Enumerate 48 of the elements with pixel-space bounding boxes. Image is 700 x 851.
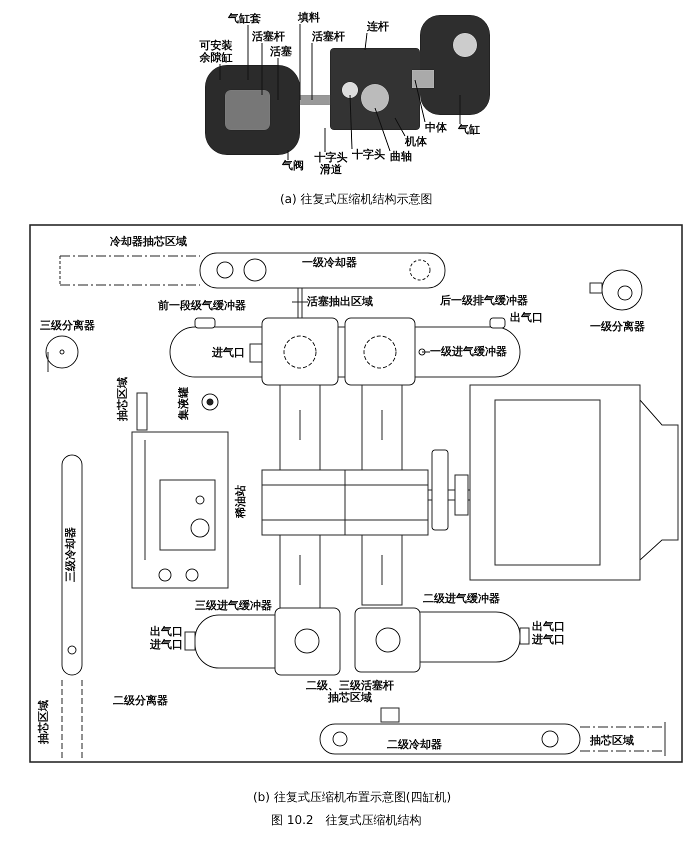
leader-line	[324, 128, 326, 152]
component-label: 抽芯区域	[38, 700, 50, 744]
component-label: 稀油站	[235, 485, 247, 518]
component-label: 冷却器抽芯区域	[110, 236, 187, 248]
part-label: 连杆	[367, 21, 389, 33]
part-label: 气阀	[282, 160, 304, 172]
part-label: 气缸	[458, 124, 480, 136]
part-label: 一级进气缓冲器	[430, 346, 507, 358]
component-label: 进气口	[532, 634, 565, 646]
component-label: 三级冷却器	[65, 527, 77, 582]
component-label: 二级、三级活塞杆抽芯区域	[305, 680, 395, 704]
component-label: 抽芯区域	[117, 377, 129, 421]
figure-caption: 图 10.2 往复式压缩机结构	[271, 813, 422, 827]
component-label: 进气口	[150, 639, 183, 651]
part-label: 活塞	[270, 46, 292, 58]
part-label: 十字头	[352, 149, 385, 161]
component-label: 三级进气缓冲器	[195, 600, 272, 612]
component-label: 抽芯区域	[590, 735, 634, 747]
leader-line	[414, 80, 426, 122]
component-label: 二级分离器	[113, 695, 168, 707]
part-label: 活塞杆	[252, 31, 285, 43]
subfigure-caption: (a) 往复式压缩机结构示意图	[280, 192, 433, 206]
component-label: 二级冷却器	[387, 739, 442, 751]
part-label: 填料	[298, 12, 320, 24]
part-label: 机体	[405, 136, 427, 148]
component-label: 集液罐	[178, 387, 190, 420]
component-label: 出气口	[532, 621, 565, 633]
component-label: 一级冷却器	[302, 257, 357, 269]
component-label: 活塞抽出区域	[307, 296, 373, 308]
part-label: 可安装余隙缸	[198, 40, 234, 64]
leader-line	[350, 94, 352, 150]
component-label: 三级分离器	[40, 320, 95, 332]
part-label: 中体	[425, 122, 447, 134]
component-label: 前一段级气缓冲器	[158, 300, 246, 312]
subfigure-caption: (b) 往复式压缩机布置示意图(四缸机)	[253, 790, 452, 804]
part-label: 曲轴	[390, 151, 412, 163]
leader-line	[394, 118, 406, 136]
part-label: 活塞杆	[312, 31, 345, 43]
component-label: 出气口	[510, 312, 543, 324]
component-label: 一级分离器	[590, 321, 645, 333]
leader-line	[374, 108, 390, 152]
component-label: 出气口	[150, 626, 183, 638]
component-label: 二级进气缓冲器	[423, 593, 500, 605]
part-label: 气缸套	[228, 13, 261, 25]
leader-line	[364, 32, 368, 50]
part-label: 十字头滑道	[313, 152, 349, 176]
component-label: 进气口	[212, 347, 245, 359]
component-label: 后一级排气缓冲器	[440, 295, 528, 307]
